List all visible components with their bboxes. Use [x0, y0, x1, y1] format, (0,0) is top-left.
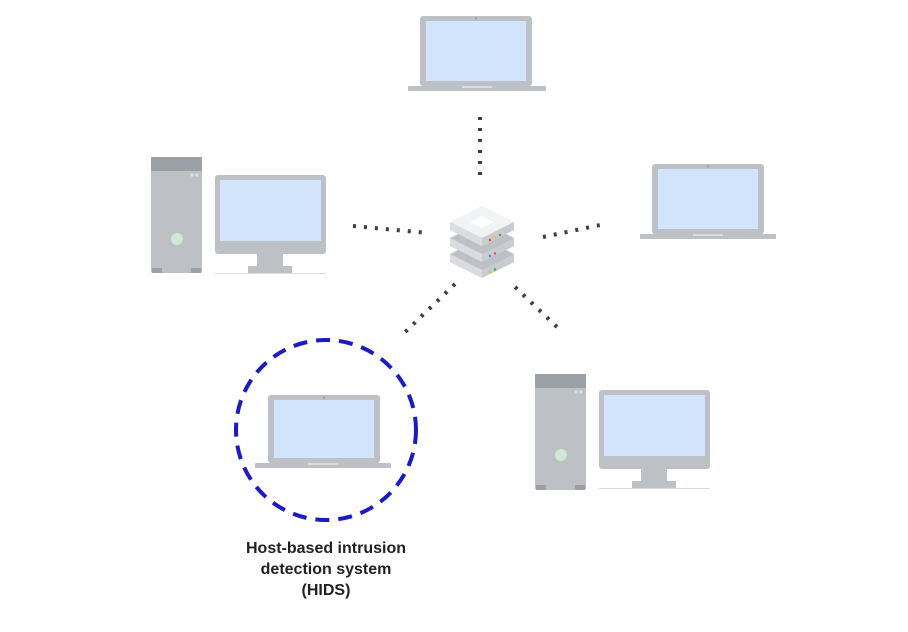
laptop-icon [408, 16, 546, 91]
laptop-icon [640, 164, 776, 239]
desktop-computer-icon [535, 374, 710, 490]
hids-label-line-1: Host-based intrusion [245, 540, 406, 557]
hids-label-line-3: (HIDS) [301, 582, 351, 599]
connection-left-desktop [352, 224, 429, 235]
connection-hids-laptop [399, 282, 457, 338]
desktop-computer-icon [151, 157, 326, 274]
connections [352, 117, 606, 338]
hids-label-line-2: detection system [260, 561, 392, 578]
hids-highlight-ring [234, 338, 418, 522]
connection-right-laptop [542, 222, 606, 239]
connection-bottom-right-desktop [513, 285, 559, 329]
server-icon [450, 206, 514, 278]
laptop-icon [255, 395, 391, 468]
hids-label: Host-based intrusion detection system (H… [196, 538, 456, 601]
